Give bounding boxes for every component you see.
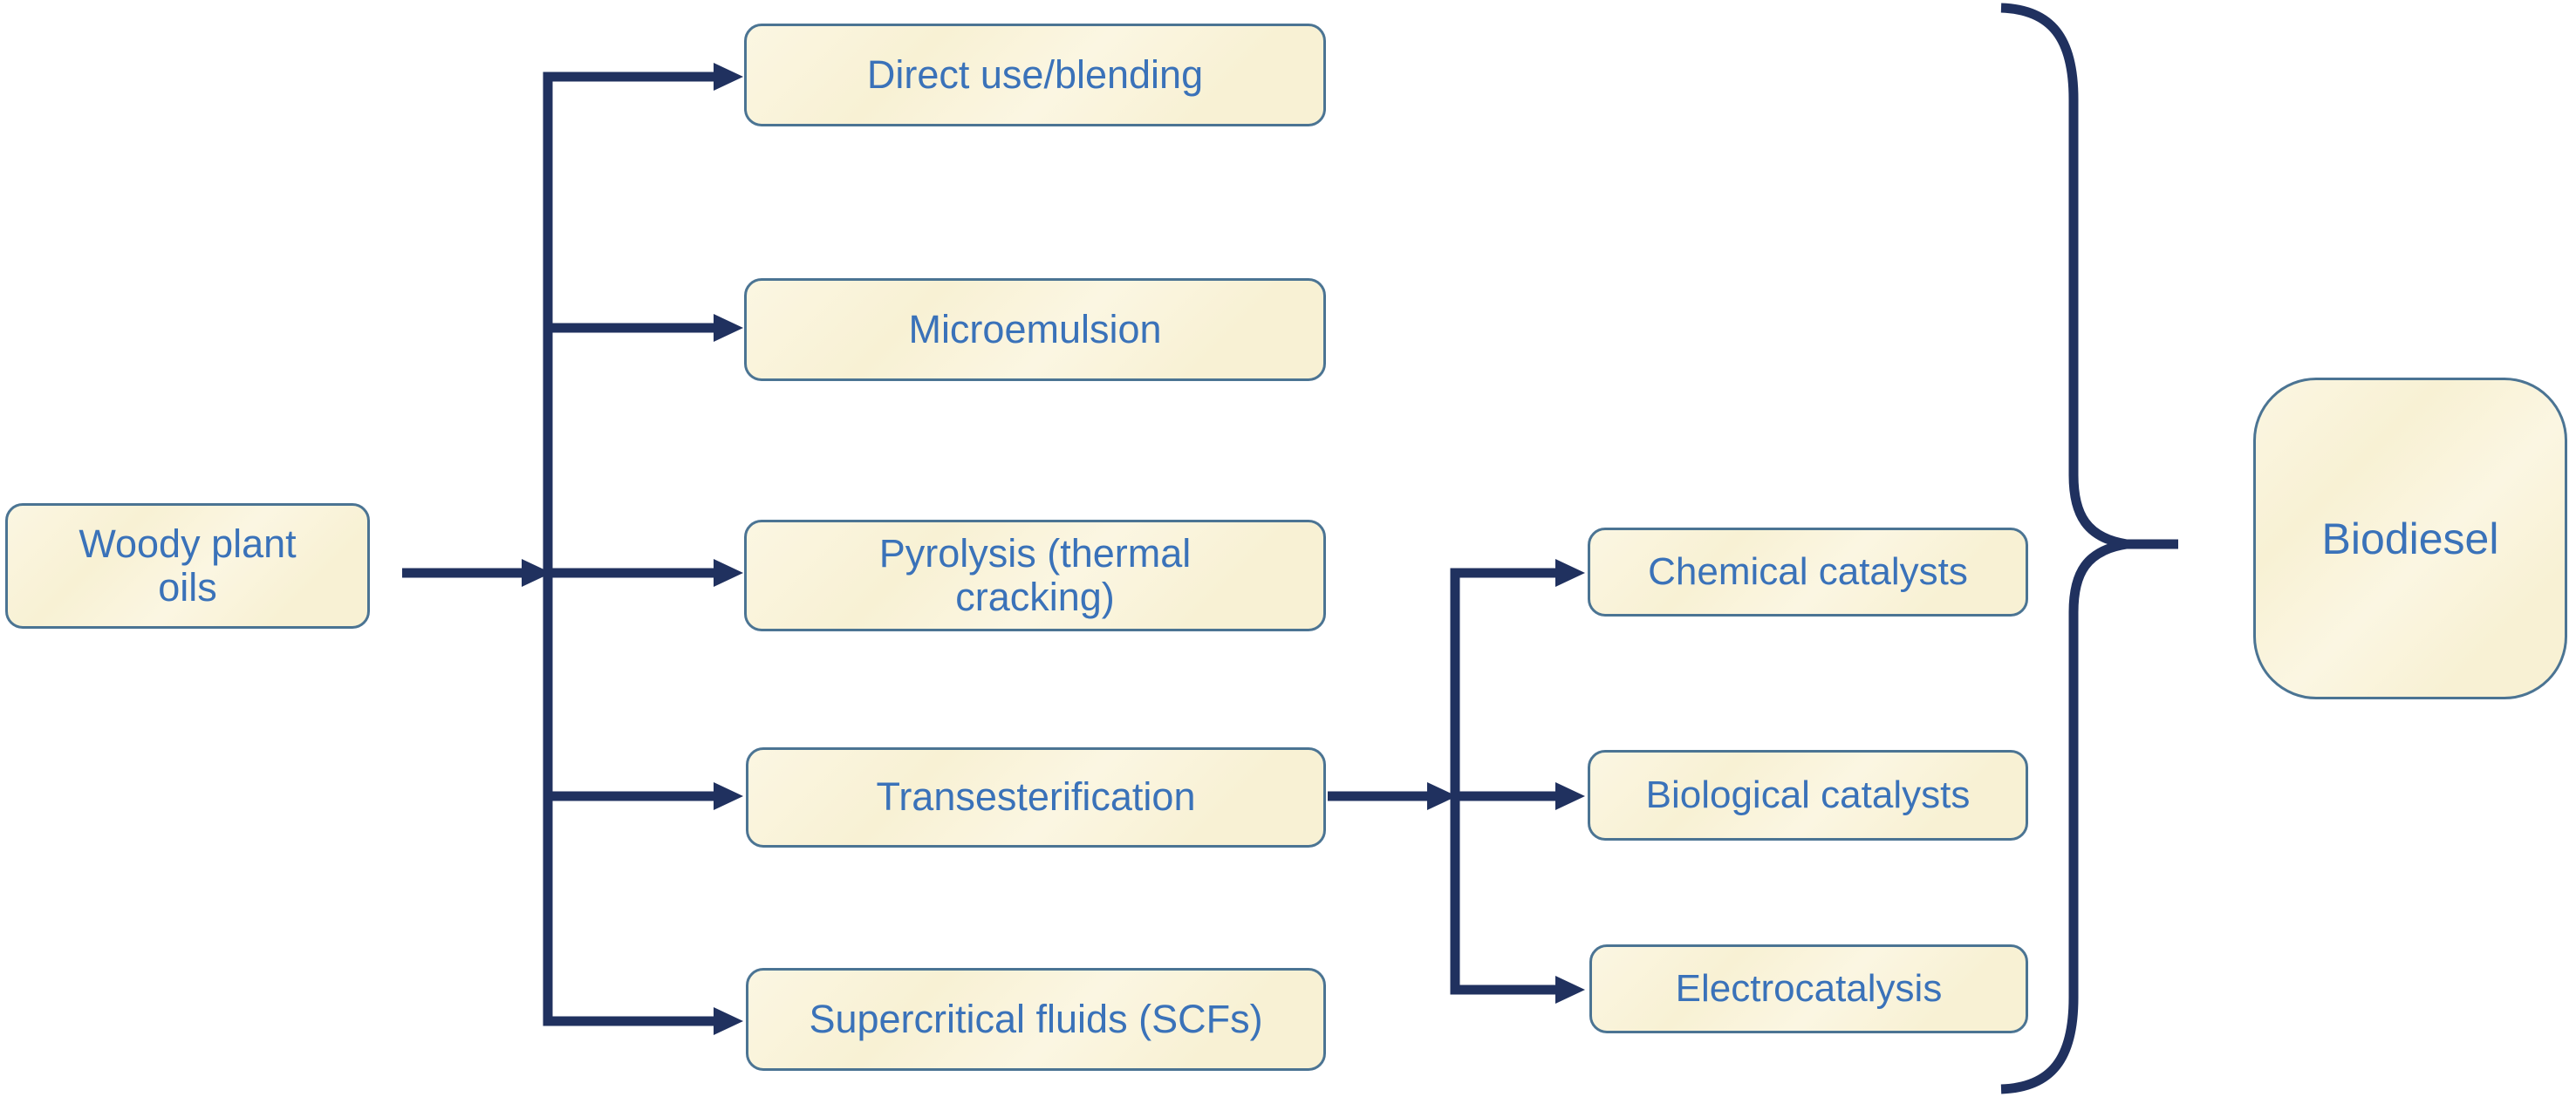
arrow-source-to-branch-head <box>522 559 551 587</box>
arrowhead-electrocatalysis <box>1555 976 1585 1004</box>
branch-spine-left <box>543 72 715 1026</box>
node-label: Electrocatalysis <box>1675 967 1943 1011</box>
node-pyrolysis: Pyrolysis (thermal cracking) <box>744 520 1326 631</box>
node-label: Supercritical fluids (SCFs) <box>809 996 1263 1041</box>
arrowhead-chemical-catalysts <box>1555 559 1585 587</box>
arrowhead-scf <box>714 1007 743 1035</box>
node-woody-plant-oils: Woody plant oils <box>5 503 370 629</box>
node-transesterification: Transesterification <box>746 747 1326 848</box>
node-electrocatalysis: Electrocatalysis <box>1589 944 2028 1033</box>
node-supercritical-fluids: Supercritical fluids (SCFs) <box>746 968 1326 1071</box>
branch-spine-right <box>1450 568 1557 995</box>
arrowhead-transesterification <box>714 782 743 810</box>
node-label: Biological catalysts <box>1645 773 1971 817</box>
node-label: Microemulsion <box>908 306 1162 351</box>
node-chemical-catalysts: Chemical catalysts <box>1588 528 2028 617</box>
node-biodiesel: Biodiesel <box>2253 378 2567 699</box>
node-label: Chemical catalysts <box>1648 550 1968 594</box>
node-label: Woody plant oils <box>79 521 297 610</box>
node-label: Pyrolysis (thermal cracking) <box>878 530 1192 619</box>
arrowhead-biological-catalysts <box>1555 782 1585 810</box>
node-microemulsion: Microemulsion <box>744 278 1326 381</box>
arrow-trans-to-branch-head <box>1427 782 1457 810</box>
node-label: Direct use/blending <box>866 51 1204 97</box>
node-label: Biodiesel <box>2321 514 2499 563</box>
arrowhead-microemulsion <box>714 314 743 342</box>
node-biological-catalysts: Biological catalysts <box>1588 750 2028 841</box>
arrowhead-pyrolysis <box>714 559 743 587</box>
node-direct-use-blending: Direct use/blending <box>744 24 1326 126</box>
node-label: Transesterification <box>876 774 1196 820</box>
arrowhead-direct-use <box>714 63 743 91</box>
